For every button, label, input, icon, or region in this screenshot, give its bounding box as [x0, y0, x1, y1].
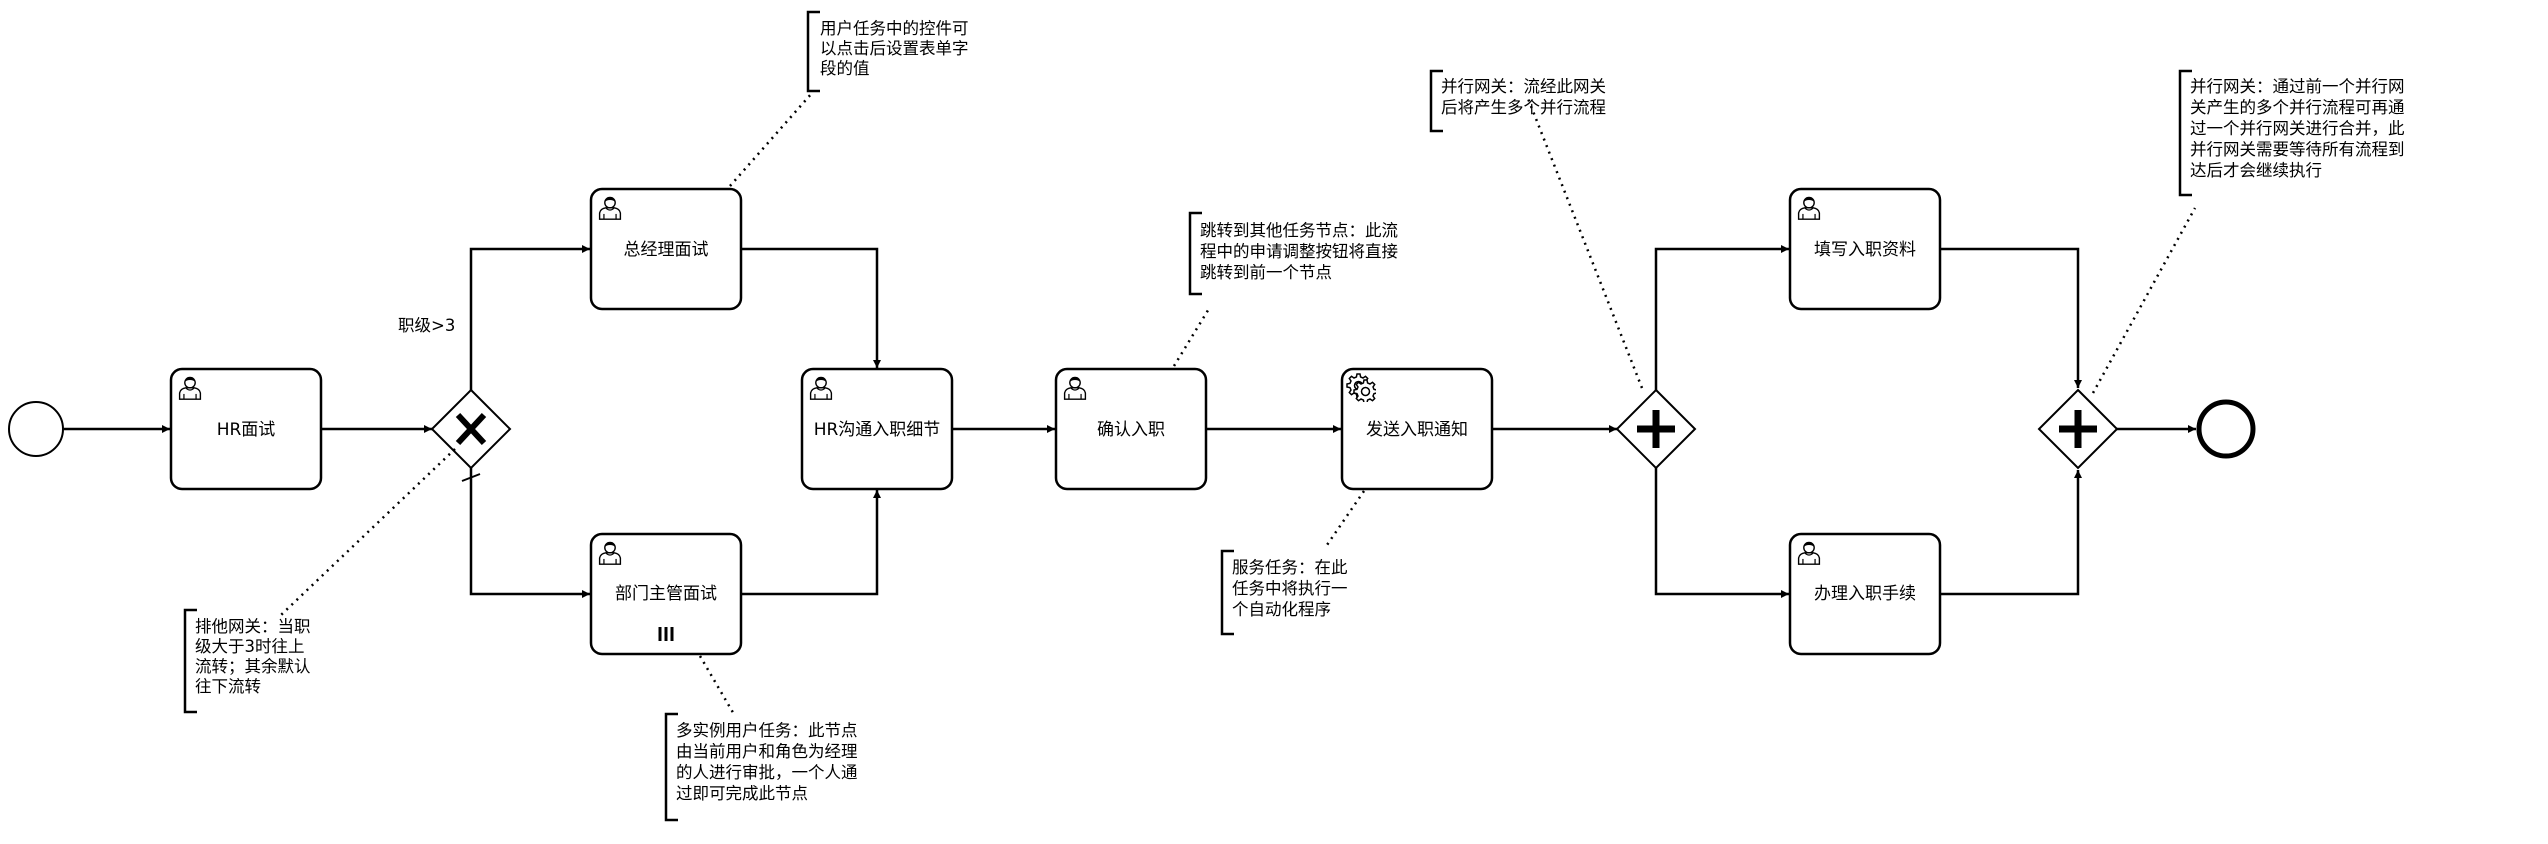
association-exclusive-gateway[interactable]	[280, 448, 456, 616]
associations	[280, 92, 2197, 717]
annotation-line: 个自动化程序	[1232, 600, 1331, 619]
association-multi-instance[interactable]	[698, 655, 737, 717]
task-send-notice[interactable]: 发送入职通知	[1340, 367, 1494, 491]
association-parallel-split[interactable]	[1525, 95, 1644, 389]
task-label: 办理入职手续	[1814, 584, 1916, 604]
condition-label: 职级>3	[398, 316, 455, 335]
annotation-exclusive-gateway: 排他网关：当职 级大于3时往上 流转；其余默认 往下流转	[195, 617, 311, 696]
flow-gateway-to-gm[interactable]	[469, 245, 590, 392]
flow-fill-info-to-join[interactable]	[1941, 247, 2082, 388]
association-jump[interactable]	[1172, 306, 1212, 367]
plus-icon	[2059, 410, 2097, 448]
annotation-parallel-join: 并行网关：通过前一个并行网 关产生的多个并行流程可再通 过一个并行网关进行合并，…	[2190, 77, 2405, 180]
annotation-line: 并行网关：通过前一个并行网	[2190, 77, 2405, 96]
task-label: 部门主管面试	[615, 584, 717, 604]
task-hr-communicate[interactable]: HR沟通入职细节	[800, 367, 954, 491]
x-icon	[455, 412, 487, 446]
task-label: 总经理面试	[624, 240, 709, 260]
flow-gm-to-hr-communicate[interactable]	[741, 247, 881, 368]
task-confirm[interactable]: 确认入职	[1054, 367, 1208, 491]
annotation-line: 关产生的多个并行流程可再通	[2190, 98, 2405, 117]
annotation-line: 跳转到前一个节点	[1200, 263, 1332, 282]
annotation-brackets	[183, 10, 2192, 822]
annotation-line: 用户任务中的控件可	[820, 19, 969, 38]
annotation-line: 程中的申请调整按钮将直接	[1200, 242, 1398, 261]
parallel-gateway-join[interactable]	[2037, 388, 2119, 470]
task-hr-interview[interactable]: HR面试	[169, 367, 323, 491]
annotation-line: 级大于3时往上	[195, 637, 305, 656]
end-event[interactable]	[2196, 399, 2256, 459]
annotation-user-task: 用户任务中的控件可 以点击后设置表单字 段的值	[820, 19, 969, 78]
annotation-line: 过一个并行网关进行合并，此	[2190, 119, 2405, 138]
annotation-line: 跳转到其他任务节点：此流	[1200, 221, 1398, 240]
multi-instance-icon	[658, 627, 674, 641]
sequence-flows	[64, 245, 2196, 598]
exclusive-gateway[interactable]	[430, 388, 512, 470]
annotation-line: 任务中将执行一	[1232, 579, 1348, 598]
plus-icon	[1637, 410, 1675, 448]
default-flow-marker	[461, 473, 481, 482]
start-event[interactable]	[8, 401, 64, 457]
annotation-line: 多实例用户任务：此节点	[676, 721, 858, 740]
annotation-service-task: 服务任务：在此 任务中将执行一 个自动化程序	[1232, 558, 1348, 619]
flow-split-to-fill-info[interactable]	[1654, 245, 1789, 390]
annotation-line: 服务任务：在此	[1232, 558, 1348, 577]
flow-gateway-to-dept[interactable]	[469, 468, 590, 598]
task-dept-interview[interactable]: 部门主管面试	[589, 532, 743, 656]
annotation-line: 过即可完成此节点	[676, 784, 808, 803]
annotation-line: 达后才会继续执行	[2190, 161, 2322, 180]
annotation-line: 并行网关：流经此网关	[1441, 77, 1606, 96]
annotation-line: 流转；其余默认	[195, 657, 311, 676]
annotation-parallel-split: 并行网关：流经此网关 后将产生多个并行流程	[1441, 77, 1606, 117]
annotation-line: 往下流转	[195, 677, 261, 696]
flow-split-to-procedures[interactable]	[1654, 468, 1789, 598]
annotation-line: 以点击后设置表单字	[820, 39, 969, 58]
annotation-jump: 跳转到其他任务节点：此流 程中的申请调整按钮将直接 跳转到前一个节点	[1200, 221, 1398, 282]
association-user-task[interactable]	[729, 92, 813, 187]
annotation-multi-instance: 多实例用户任务：此节点 由当前用户和角色为经理 的人进行审批，一个人通 过即可完…	[676, 721, 858, 803]
annotation-line: 段的值	[820, 59, 870, 78]
flow-procedures-to-join[interactable]	[1941, 470, 2082, 596]
task-label: 发送入职通知	[1366, 420, 1468, 440]
annotation-line: 后将产生多个并行流程	[1441, 98, 1606, 117]
task-label: 填写入职资料	[1814, 240, 1916, 260]
annotation-line: 并行网关需要等待所有流程到	[2190, 140, 2405, 159]
task-label: 确认入职	[1097, 420, 1165, 440]
annotation-line: 排他网关：当职	[195, 617, 311, 636]
task-procedures[interactable]: 办理入职手续	[1788, 532, 1942, 656]
association-service-task[interactable]	[1325, 490, 1366, 546]
task-fill-info[interactable]: 填写入职资料	[1788, 187, 1942, 311]
association-parallel-join[interactable]	[2091, 207, 2197, 394]
task-label: HR沟通入职细节	[814, 420, 941, 440]
task-label: HR面试	[217, 420, 276, 440]
task-gm-interview[interactable]: 总经理面试	[589, 187, 743, 311]
annotation-line: 由当前用户和角色为经理	[676, 742, 858, 761]
annotation-line: 的人进行审批，一个人通	[676, 763, 858, 782]
parallel-gateway-split[interactable]	[1615, 388, 1697, 470]
flow-dept-to-hr-communicate[interactable]	[741, 490, 881, 596]
